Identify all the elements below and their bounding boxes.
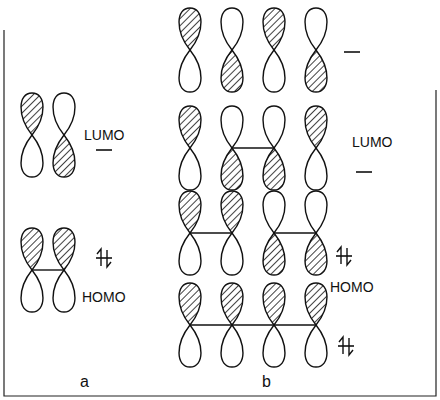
orbital-lobe xyxy=(263,191,285,233)
orbital-lobe xyxy=(305,106,327,148)
p-orbital-set xyxy=(21,93,75,177)
orbital-lobe xyxy=(221,191,243,233)
orbitals xyxy=(21,8,327,367)
bond-line xyxy=(274,324,316,325)
bond-line xyxy=(274,232,316,233)
p-orbital-set xyxy=(21,228,75,312)
orbital-lobe xyxy=(305,50,327,92)
orbital-lobe xyxy=(305,191,327,233)
orbital-lobe xyxy=(53,228,75,270)
p-orbital-set xyxy=(179,8,327,92)
orbital-lobe xyxy=(21,93,43,135)
orbital-lobe xyxy=(263,50,285,92)
energy-levels xyxy=(96,52,372,355)
bond-line xyxy=(190,232,232,233)
orbital-lobe xyxy=(263,233,285,275)
orbital-lobe xyxy=(221,106,243,148)
orbital-lobe xyxy=(221,325,243,367)
bond-line xyxy=(32,269,64,270)
orbital-lobe xyxy=(53,270,75,312)
orbital-lobe xyxy=(53,93,75,135)
orbital-lobe xyxy=(263,148,285,190)
orbital-lobe xyxy=(305,325,327,367)
orbital-lobe xyxy=(21,228,43,270)
orbital-lobe xyxy=(179,191,201,233)
orbital-lobe xyxy=(263,106,285,148)
orbital-lobe xyxy=(221,283,243,325)
orbital-lobe xyxy=(263,325,285,367)
orbital-lobe xyxy=(21,270,43,312)
panel-letter: b xyxy=(262,374,271,390)
orbital-lobe xyxy=(221,8,243,50)
orbital-label: LUMO xyxy=(84,128,124,142)
orbital-lobe xyxy=(305,233,327,275)
panel-letter: a xyxy=(80,374,89,390)
orbital-lobe xyxy=(263,8,285,50)
energy-level xyxy=(96,150,112,151)
orbital-lobe xyxy=(179,106,201,148)
orbital-lobe xyxy=(179,283,201,325)
bond-line xyxy=(232,147,274,148)
orbital-lobe xyxy=(179,148,201,190)
orbital-lobe xyxy=(179,8,201,50)
energy-level xyxy=(344,52,360,53)
orbital-lobe xyxy=(221,148,243,190)
orbital-lobe xyxy=(263,283,285,325)
orbital-label: LUMO xyxy=(352,135,392,149)
energy-level xyxy=(356,172,372,173)
p-orbital-set xyxy=(179,283,327,367)
bond-line xyxy=(232,324,274,325)
energy-level xyxy=(338,337,354,355)
bond-line xyxy=(190,324,232,325)
orbital-lobe xyxy=(221,233,243,275)
orbital-label: HOMO xyxy=(330,280,374,294)
energy-level xyxy=(336,247,352,265)
orbital-lobe xyxy=(305,148,327,190)
orbital-lobe xyxy=(179,50,201,92)
orbital-lobe xyxy=(179,233,201,275)
orbital-label: HOMO xyxy=(82,290,126,304)
orbital-lobe xyxy=(179,325,201,367)
p-orbital-set xyxy=(179,191,327,275)
orbital-lobe xyxy=(53,135,75,177)
orbital-lobe xyxy=(21,135,43,177)
energy-level xyxy=(96,249,112,267)
orbital-lobe xyxy=(305,8,327,50)
p-orbital-set xyxy=(179,106,327,190)
orbital-lobe xyxy=(305,283,327,325)
orbital-lobe xyxy=(221,50,243,92)
frame xyxy=(4,30,436,396)
